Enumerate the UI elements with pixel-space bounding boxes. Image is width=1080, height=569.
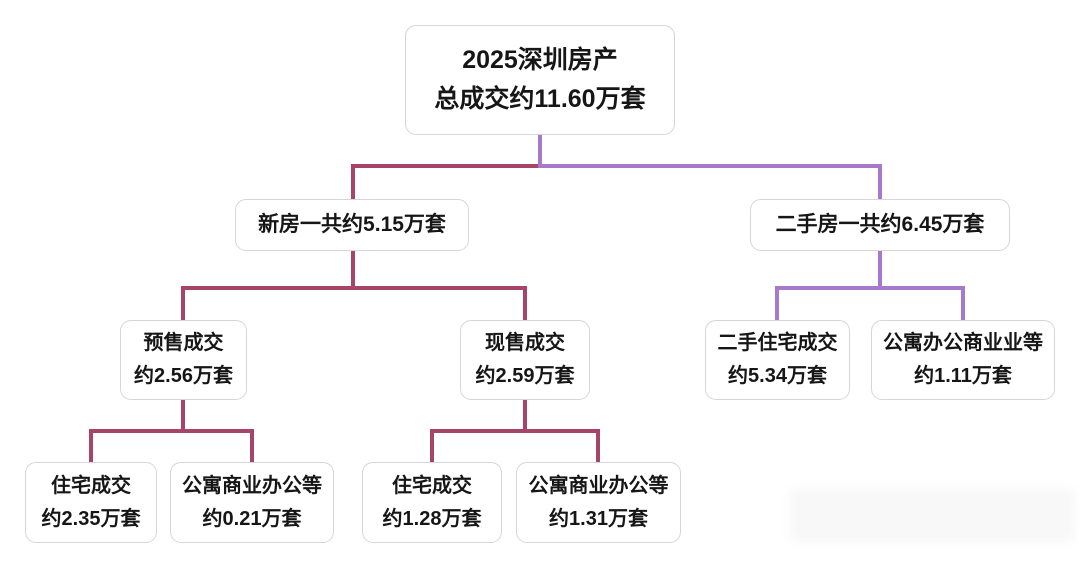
spot-apartment-office-value: 约1.31万套 [549, 507, 648, 530]
node-spot-residential: 住宅成交 约1.28万套 [362, 462, 502, 543]
presale-residential-value: 约2.35万套 [41, 507, 141, 530]
node-presale-apartment-office: 公寓商业办公等 约0.21万套 [170, 462, 334, 543]
root-value-line: 总成交约11.60万套 [434, 85, 646, 113]
presale-residential-title: 住宅成交 [51, 474, 131, 497]
new-homes-total-label: 新房一共约5.15万套 [258, 213, 446, 236]
spot-apartment-office-title: 公寓商业办公等 [528, 474, 669, 497]
faint-watermark [790, 488, 1075, 543]
new-homes-branch-lines [89, 164, 600, 462]
node-spot-sale: 现售成交 约2.59万套 [460, 320, 590, 400]
presale-apartment-office-title: 公寓商业办公等 [182, 474, 322, 497]
node-secondhand-total: 二手房一共约6.45万套 [750, 199, 1010, 251]
secondhand-branch-lines [538, 135, 965, 320]
node-secondhand-apartment-office: 公寓办公商业业等 约1.11万套 [871, 320, 1055, 400]
secondhand-residential-title: 二手住宅成交 [717, 332, 838, 354]
spot-residential-value: 约1.28万套 [382, 507, 482, 530]
secondhand-apartment-office-title: 公寓办公商业业等 [883, 332, 1043, 354]
spot-residential-title: 住宅成交 [392, 474, 472, 497]
root-title-line: 2025深圳房产 [462, 46, 618, 74]
secondhand-total-label: 二手房一共约6.45万套 [775, 213, 985, 236]
secondhand-apartment-office-value: 约1.11万套 [914, 365, 1012, 387]
presale-value: 约2.56万套 [134, 365, 233, 387]
node-secondhand-residential: 二手住宅成交 约5.34万套 [705, 320, 850, 400]
node-spot-apartment-office: 公寓商业办公等 约1.31万套 [516, 462, 681, 543]
spot-sale-value: 约2.59万套 [475, 365, 575, 387]
node-presale-residential: 住宅成交 约2.35万套 [25, 462, 157, 543]
node-presale: 预售成交 约2.56万套 [120, 320, 247, 400]
secondhand-residential-value: 约5.34万套 [728, 365, 827, 387]
node-new-homes-total: 新房一共约5.15万套 [235, 199, 469, 251]
node-root-total: 2025深圳房产 总成交约11.60万套 [405, 25, 675, 135]
presale-title: 预售成交 [143, 332, 224, 354]
presale-apartment-office-value: 约0.21万套 [202, 507, 302, 530]
spot-sale-title: 现售成交 [485, 332, 565, 354]
